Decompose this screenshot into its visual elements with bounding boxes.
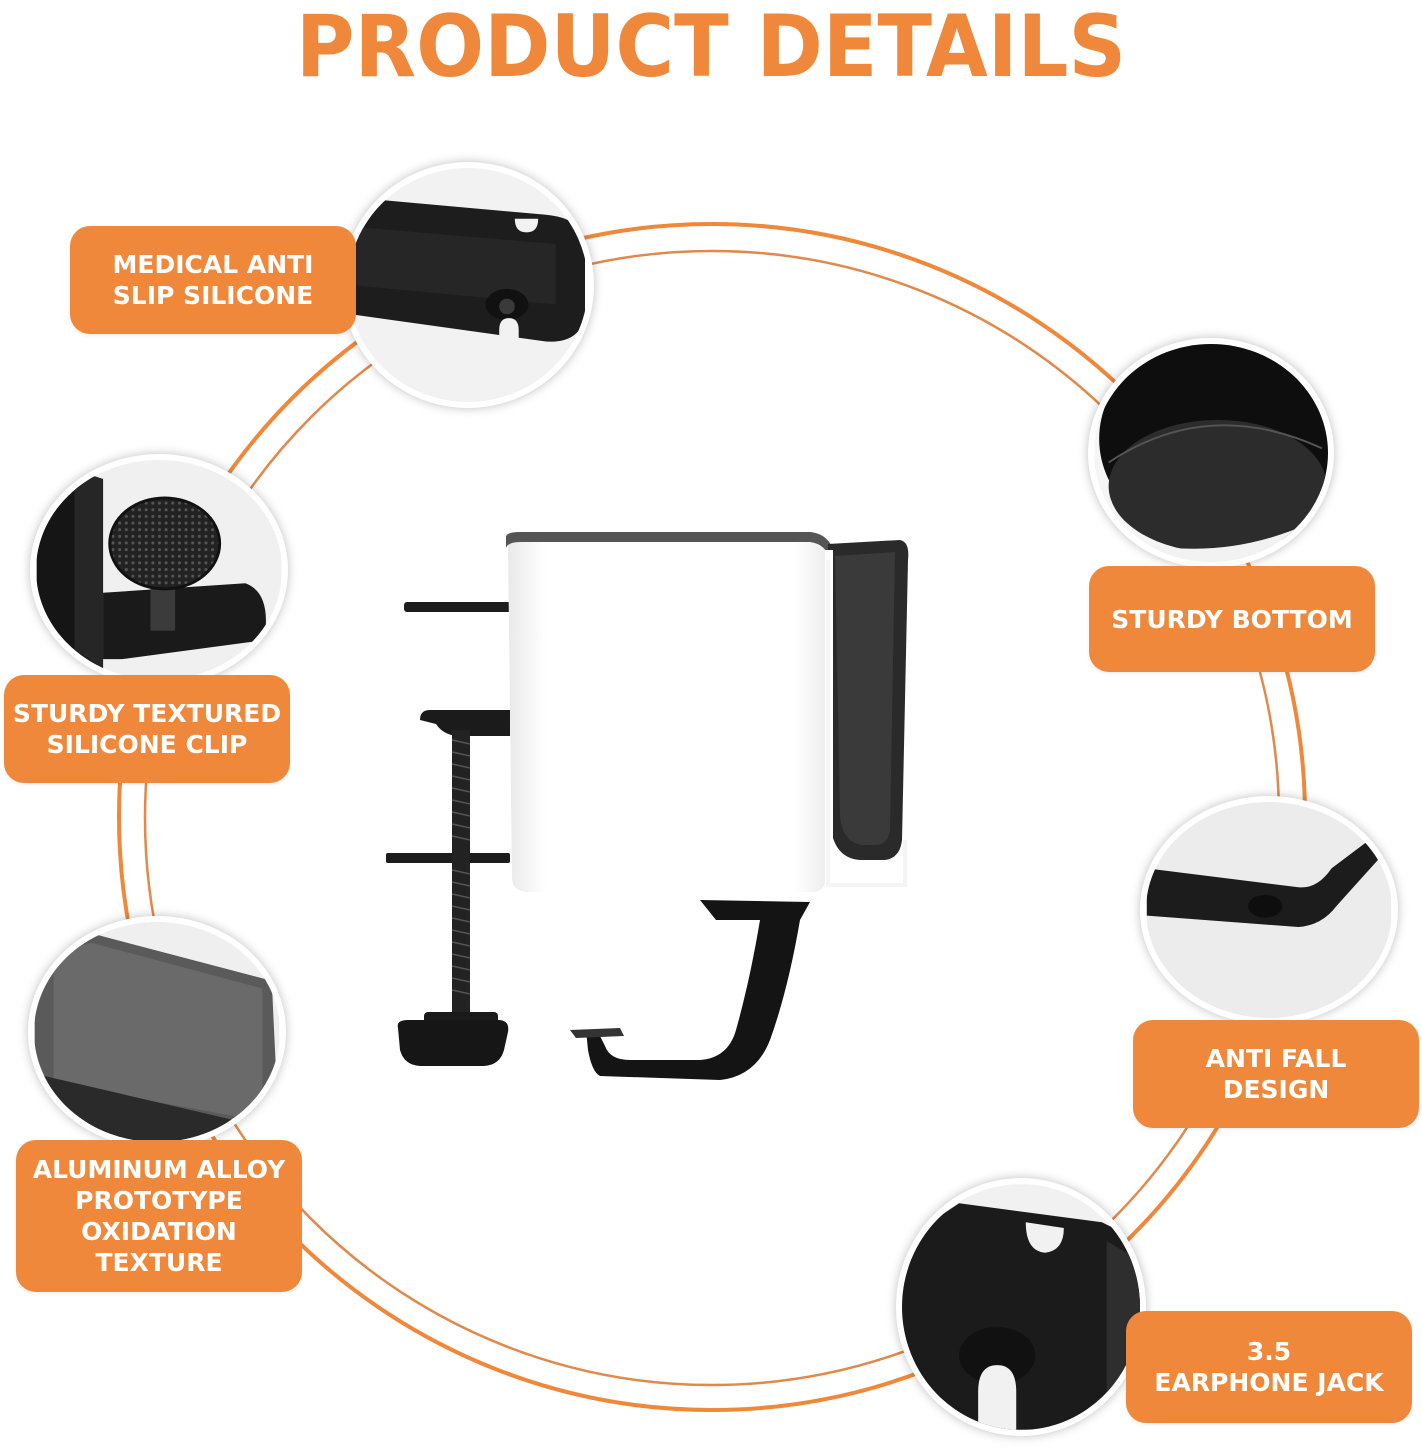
product-image-cup-holder: [380, 520, 1000, 1120]
feature-image-hook-edge: [1140, 796, 1398, 1024]
feature-label-sturdy-bottom: STURDY BOTTOM: [1089, 566, 1375, 672]
feature-label-sturdy-textured-silicone-clip: STURDY TEXTURED SILICONE CLIP: [4, 675, 290, 783]
page-title: PRODUCT DETAILS: [295, 0, 1127, 97]
feature-image-aluminum-surface: [28, 916, 286, 1148]
feature-image-earphone-slot: [896, 1178, 1146, 1436]
feature-label-medical-anti-slip-silicone: MEDICAL ANTI SLIP SILICONE: [70, 226, 356, 334]
feature-image-textured-clamp-pad: [30, 454, 288, 686]
feature-label-3-5-earphone-jack: 3.5 EARPHONE JACK: [1126, 1311, 1412, 1423]
feature-image-bracket-slot: [342, 162, 594, 408]
feature-image-cup-bottom: [1088, 338, 1334, 568]
feature-label-anti-fall-design: ANTI FALL DESIGN: [1133, 1020, 1419, 1128]
feature-label-aluminum-alloy-prototype-oxidation-texture: ALUMINUM ALLOY PROTOTYPE OXIDATION TEXTU…: [16, 1140, 302, 1292]
